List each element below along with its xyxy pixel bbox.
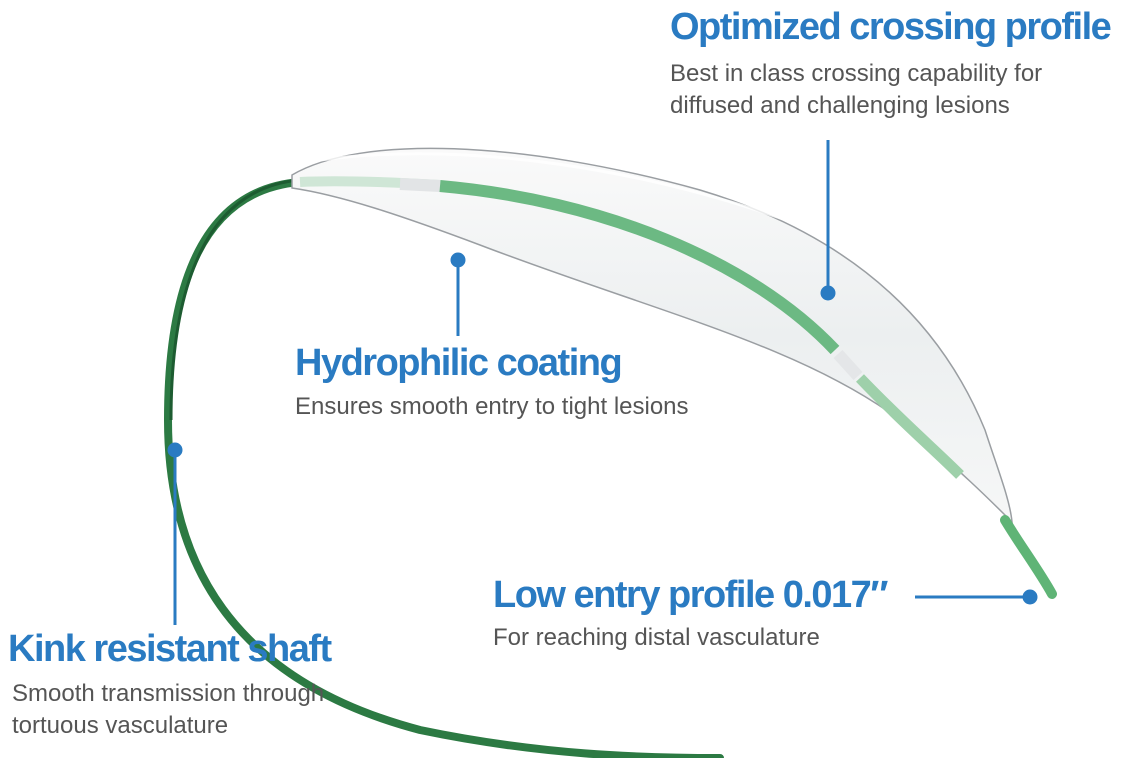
catheter-tip [1000,515,1057,599]
crossing-marker-dot [820,285,836,301]
catheter-shaft [163,178,724,758]
shaft-title: Kink resistant shaft [8,628,332,670]
balloon [291,147,1013,524]
shaft-marker-dot [167,442,183,458]
coating-title: Hydrophilic coating [295,342,623,384]
shaft-desc-line2: tortuous vasculature [12,712,229,739]
crossing-desc-line2: diffused and challenging lesions [670,92,1010,119]
coating-marker-dot [450,252,466,268]
coating-desc: Ensures smooth entry to tight lesions [295,393,689,420]
shaft-desc-line1: Smooth transmission through [12,680,325,707]
entry-desc: For reaching distal vasculature [493,624,820,651]
crossing-desc-line1: Best in class crossing capability for [670,60,1043,87]
entry-title: Low entry profile 0.017″ [493,574,889,616]
entry-marker-dot [1022,589,1038,605]
crossing-title: Optimized crossing profile [670,6,1112,48]
inner-core [439,180,840,355]
